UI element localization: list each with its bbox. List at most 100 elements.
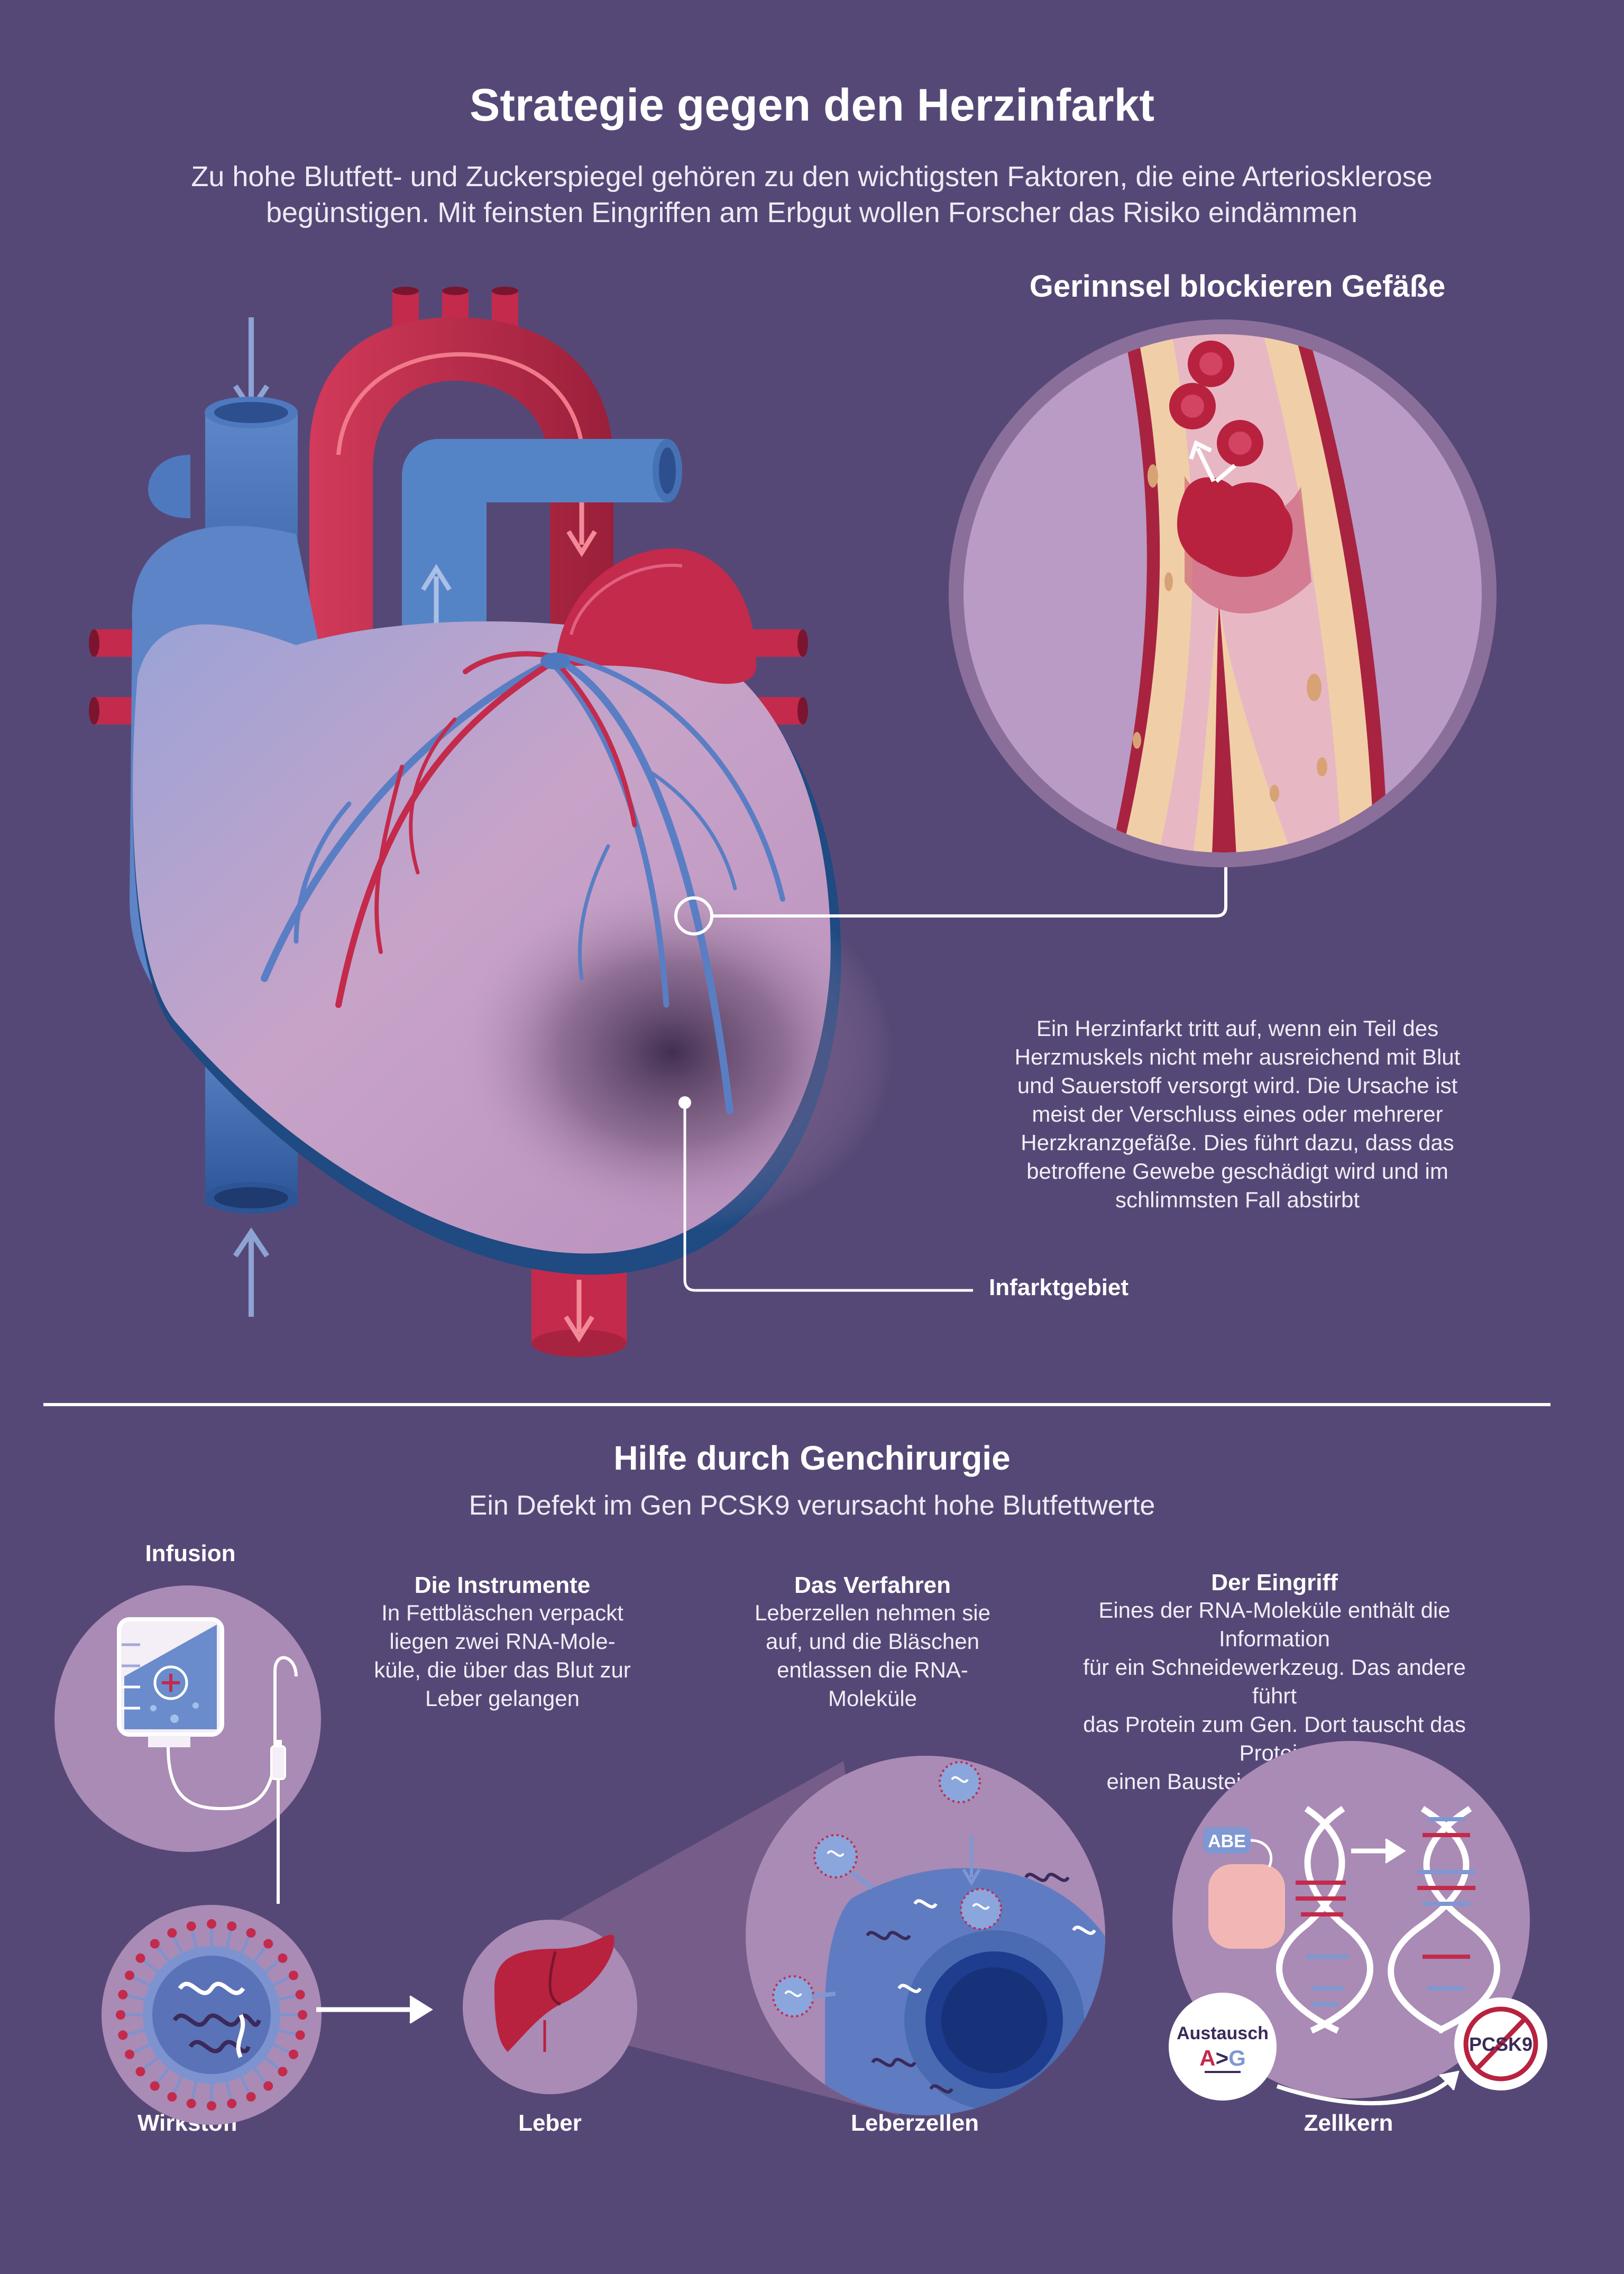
infarct-text-line: schlimmsten Fall abstirbt	[1115, 1187, 1360, 1212]
particle-spike	[272, 1976, 291, 1987]
particle-spike-tip	[278, 2067, 288, 2077]
particle-spike	[172, 2075, 183, 2094]
particle-spike	[126, 2029, 146, 2036]
particle-spike-tip	[118, 2030, 128, 2040]
coronary-vessels	[261, 651, 785, 1114]
step-text-line: In Fettbläschen verpackt	[381, 1600, 623, 1625]
step-text-line: liegen zwei RNA-Mole-	[389, 1629, 616, 1654]
subtitle-line: Zu hohe Blutfett- und Zuckerspiegel gehö…	[191, 161, 1433, 192]
pcsk9-badge-text: PCSK9	[1469, 2033, 1533, 2055]
label-liver: Leber	[518, 2110, 582, 2136]
infarct-text-line: meist der Verschluss eines oder mehrerer	[1032, 1102, 1443, 1126]
heart-illustration	[89, 287, 894, 1357]
lipid-vesicle	[772, 1761, 1002, 2018]
particle-spike-tip	[150, 2081, 160, 2091]
particle-spike-tip	[263, 1939, 273, 1949]
particle-spike-tip	[278, 1953, 288, 1963]
particle-spike-tip	[135, 2067, 145, 2077]
abe-tag: ABE	[1208, 1831, 1246, 1851]
particle-spike-tip	[186, 1921, 196, 1931]
particle-spike-tip	[167, 2092, 177, 2102]
particle-spike	[132, 2043, 151, 2054]
particle-spike	[142, 2056, 160, 2070]
infarct-text-line: Ein Herzinfarkt tritt auf, wenn ein Teil…	[1036, 1016, 1439, 1041]
particle-spike	[156, 2067, 171, 2084]
exchange-to: G	[1228, 2046, 1246, 2070]
particle-spike-tip	[227, 2098, 237, 2108]
active-agent-illustration	[102, 1905, 322, 2125]
particle-spike-tip	[207, 2101, 216, 2111]
liver-cells-illustration	[746, 1756, 1105, 2115]
particle-spike	[225, 2080, 233, 2101]
particle-spike-tip	[207, 1919, 216, 1929]
particle-spike	[277, 1994, 297, 2001]
particle-spike	[156, 1946, 171, 1963]
page-title: Strategie gegen den Herzinfarkt	[469, 80, 1155, 131]
exchange-title: Austausch	[1177, 2023, 1269, 2043]
particle-spike-tip	[298, 2010, 307, 2020]
particle-spike-tip	[263, 2081, 273, 2091]
step-text-line: Leber gelangen	[425, 1686, 580, 1711]
particle-spike	[172, 1936, 183, 1955]
step-text-line: für ein Schneidewerkzeug. Das andere füh…	[1083, 1655, 1466, 1708]
particle-spike	[190, 1929, 198, 1949]
step-instruments: Die Instrumente In Fettbläschen verpackt…	[344, 1572, 661, 1713]
particle-spike-tip	[125, 1970, 135, 1980]
liver-illustration	[463, 1920, 637, 2094]
infarct-text-line: und Sauerstoff versorgt wird. Die Ursach…	[1017, 1073, 1458, 1098]
particle-spike	[263, 1959, 281, 1974]
page-subtitle: Zu hohe Blutfett- und Zuckerspiegel gehö…	[122, 159, 1502, 231]
step-text: Leberzellen nehmen sie auf, und die Bläs…	[730, 1599, 1015, 1713]
particle-spike-tip	[295, 1989, 305, 2000]
step-text: In Fettbläschen verpackt liegen zwei RNA…	[344, 1599, 661, 1713]
particle-spike-tip	[246, 1928, 256, 1938]
particle-spike-tip	[118, 1989, 128, 2000]
particle-spike-tip	[135, 1953, 145, 1963]
step-text-line: küle, die über das Blut zur	[374, 1657, 631, 1682]
clot-title: Gerinnsel blockieren Gefäße	[1029, 269, 1446, 304]
step-text-line: entlassen die RNA-	[777, 1657, 968, 1682]
particle-spike-tip	[150, 1939, 160, 1949]
infarct-description: Ein Herzinfarkt tritt auf, wenn ein Teil…	[973, 1014, 1502, 1214]
particle-spike	[263, 2056, 281, 2070]
exchange-from: A	[1199, 2046, 1215, 2070]
particle-spike	[240, 1936, 251, 1955]
section-divider	[43, 1403, 1550, 1406]
step-text-line: Eines der RNA-Moleküle enthält die Infor…	[1098, 1598, 1451, 1651]
particle-spike	[225, 1929, 233, 1949]
infarct-text-line: betroffene Gewebe geschädigt wird und im	[1026, 1159, 1448, 1184]
particle-spike	[132, 1976, 151, 1987]
label-cell-nucleus: Zellkern	[1304, 2110, 1393, 2136]
particle-spike	[277, 2029, 297, 2036]
clot-magnifier	[949, 319, 1497, 867]
step-text-line: das Protein zum Gen. Dort tauscht das Pr…	[1083, 1712, 1466, 1765]
infusion-label: Infusion	[145, 1541, 236, 1566]
particle-spike	[252, 2067, 267, 2084]
particle-spike	[272, 2043, 291, 2054]
infarct-connector	[678, 1096, 973, 1292]
step-title: Das Verfahren	[794, 1572, 951, 1598]
infarct-text-line: Herzmuskels nicht mehr ausreichend mit B…	[1014, 1044, 1461, 1069]
clot-connector	[674, 852, 1227, 936]
particle-spike-tip	[116, 2010, 125, 2020]
exchange-symbol: >	[1216, 2046, 1229, 2070]
cell-nucleus-illustration	[1169, 1741, 1547, 2106]
particle-spike-tip	[186, 2098, 196, 2108]
step-text-line: Leberzellen nehmen sie	[755, 1600, 990, 1625]
step-procedure: Das Verfahren Leberzellen nehmen sie auf…	[730, 1572, 1015, 1713]
step-title: Die Instrumente	[414, 1572, 591, 1598]
particle-spike-tip	[288, 2049, 298, 2059]
particle-spike-tip	[295, 2030, 305, 2040]
section2-subtitle: Ein Defekt im Gen PCSK9 verursacht hohe …	[469, 1490, 1155, 1521]
step-text-line: auf, und die Bläschen	[766, 1629, 979, 1654]
exchange-notation: A>G	[1199, 2046, 1246, 2070]
infarct-area-label: Infarktgebiet	[989, 1274, 1129, 1300]
step-text-line: Moleküle	[828, 1686, 917, 1711]
particle-spike	[240, 2075, 251, 2094]
subtitle-line: begünstigen. Mit feinsten Eingriffen am …	[265, 197, 1358, 228]
particle-spike	[126, 1994, 146, 2001]
particle-spike-tip	[288, 1970, 298, 1980]
particle-spike-tip	[227, 1921, 237, 1931]
particle-spike-tip	[246, 2092, 256, 2102]
